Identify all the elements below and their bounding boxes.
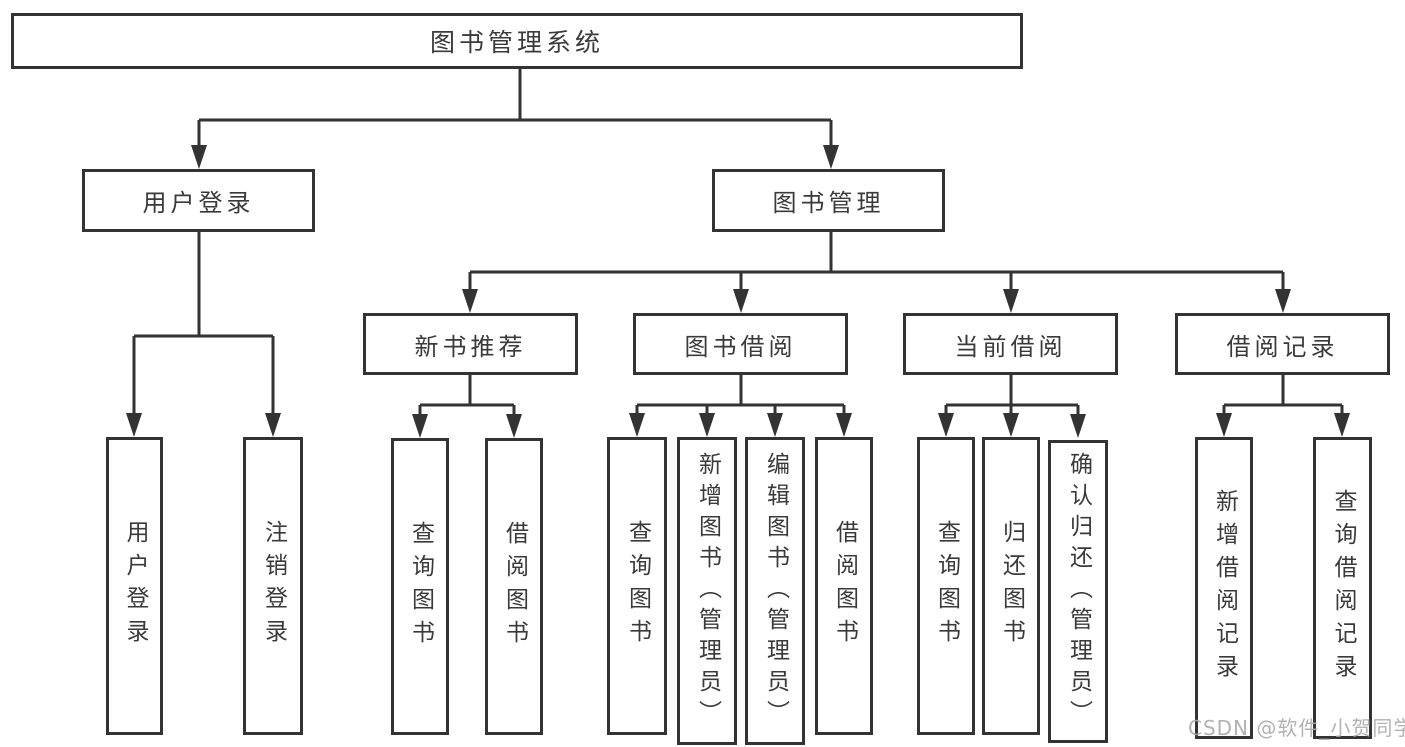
node-label: 新书推荐 [414, 332, 527, 361]
node-label: 新增借阅记录 [1211, 489, 1238, 687]
leaf-recommend-query-books: 查询图书 [391, 438, 449, 735]
node-label: 图书借阅 [684, 332, 797, 361]
node-label: 查询图书 [407, 520, 434, 653]
leaf-records-add-record: 新增借阅记录 [1195, 437, 1253, 739]
node-label: 查询借阅记录 [1330, 489, 1356, 687]
arrowhead-icons [126, 145, 1350, 438]
node-label: 归还图书 [998, 520, 1025, 652]
node-label: 用户登录 [122, 520, 148, 652]
node-label: 新增图书（管理员） [694, 451, 721, 731]
node-label: 确认归还（管理员） [1065, 452, 1092, 731]
node-new-book-recommend: 新书推荐 [363, 313, 578, 375]
node-label: 借阅图书 [831, 520, 858, 652]
node-label: 用户登录 [142, 189, 255, 217]
leaf-borrow-add-books-admin: 新增图书（管理员） [677, 437, 737, 745]
node-label: 图书管理 [772, 189, 885, 217]
leaf-logout: 注销登录 [243, 437, 303, 735]
node-borrow-records: 借阅记录 [1175, 313, 1390, 375]
leaf-recommend-borrow-books: 借阅图书 [485, 438, 543, 735]
node-book-borrow: 图书借阅 [633, 313, 848, 375]
leaf-user-login: 用户登录 [106, 437, 163, 735]
leaf-current-return-books: 归还图书 [982, 437, 1040, 735]
node-label: 借阅记录 [1226, 332, 1339, 361]
node-label: 查询图书 [933, 520, 960, 652]
node-label: 注销登录 [260, 520, 287, 652]
node-label: 借阅图书 [501, 520, 528, 653]
node-book-management: 图书管理 [712, 169, 945, 232]
leaf-borrow-query-books: 查询图书 [607, 437, 667, 735]
node-library-management-system: 图书管理系统 [11, 13, 1023, 69]
node-label: 查询图书 [624, 520, 651, 652]
leaf-current-confirm-return-admin: 确认归还（管理员） [1048, 440, 1108, 743]
node-current-borrow: 当前借阅 [903, 313, 1118, 375]
node-user-login: 用户登录 [82, 169, 315, 232]
csdn-watermark: CSDN @软件_小贺同学 [1188, 716, 1405, 740]
node-label: 当前借阅 [954, 332, 1067, 361]
leaf-records-query-record: 查询借阅记录 [1313, 437, 1372, 739]
node-label: 编辑图书（管理员） [762, 451, 789, 731]
leaf-borrow-edit-books-admin: 编辑图书（管理员） [745, 437, 805, 745]
leaf-current-query-books: 查询图书 [917, 437, 975, 735]
node-label: 图书管理系统 [429, 28, 604, 57]
leaf-borrow-borrow-books: 借阅图书 [815, 437, 873, 735]
